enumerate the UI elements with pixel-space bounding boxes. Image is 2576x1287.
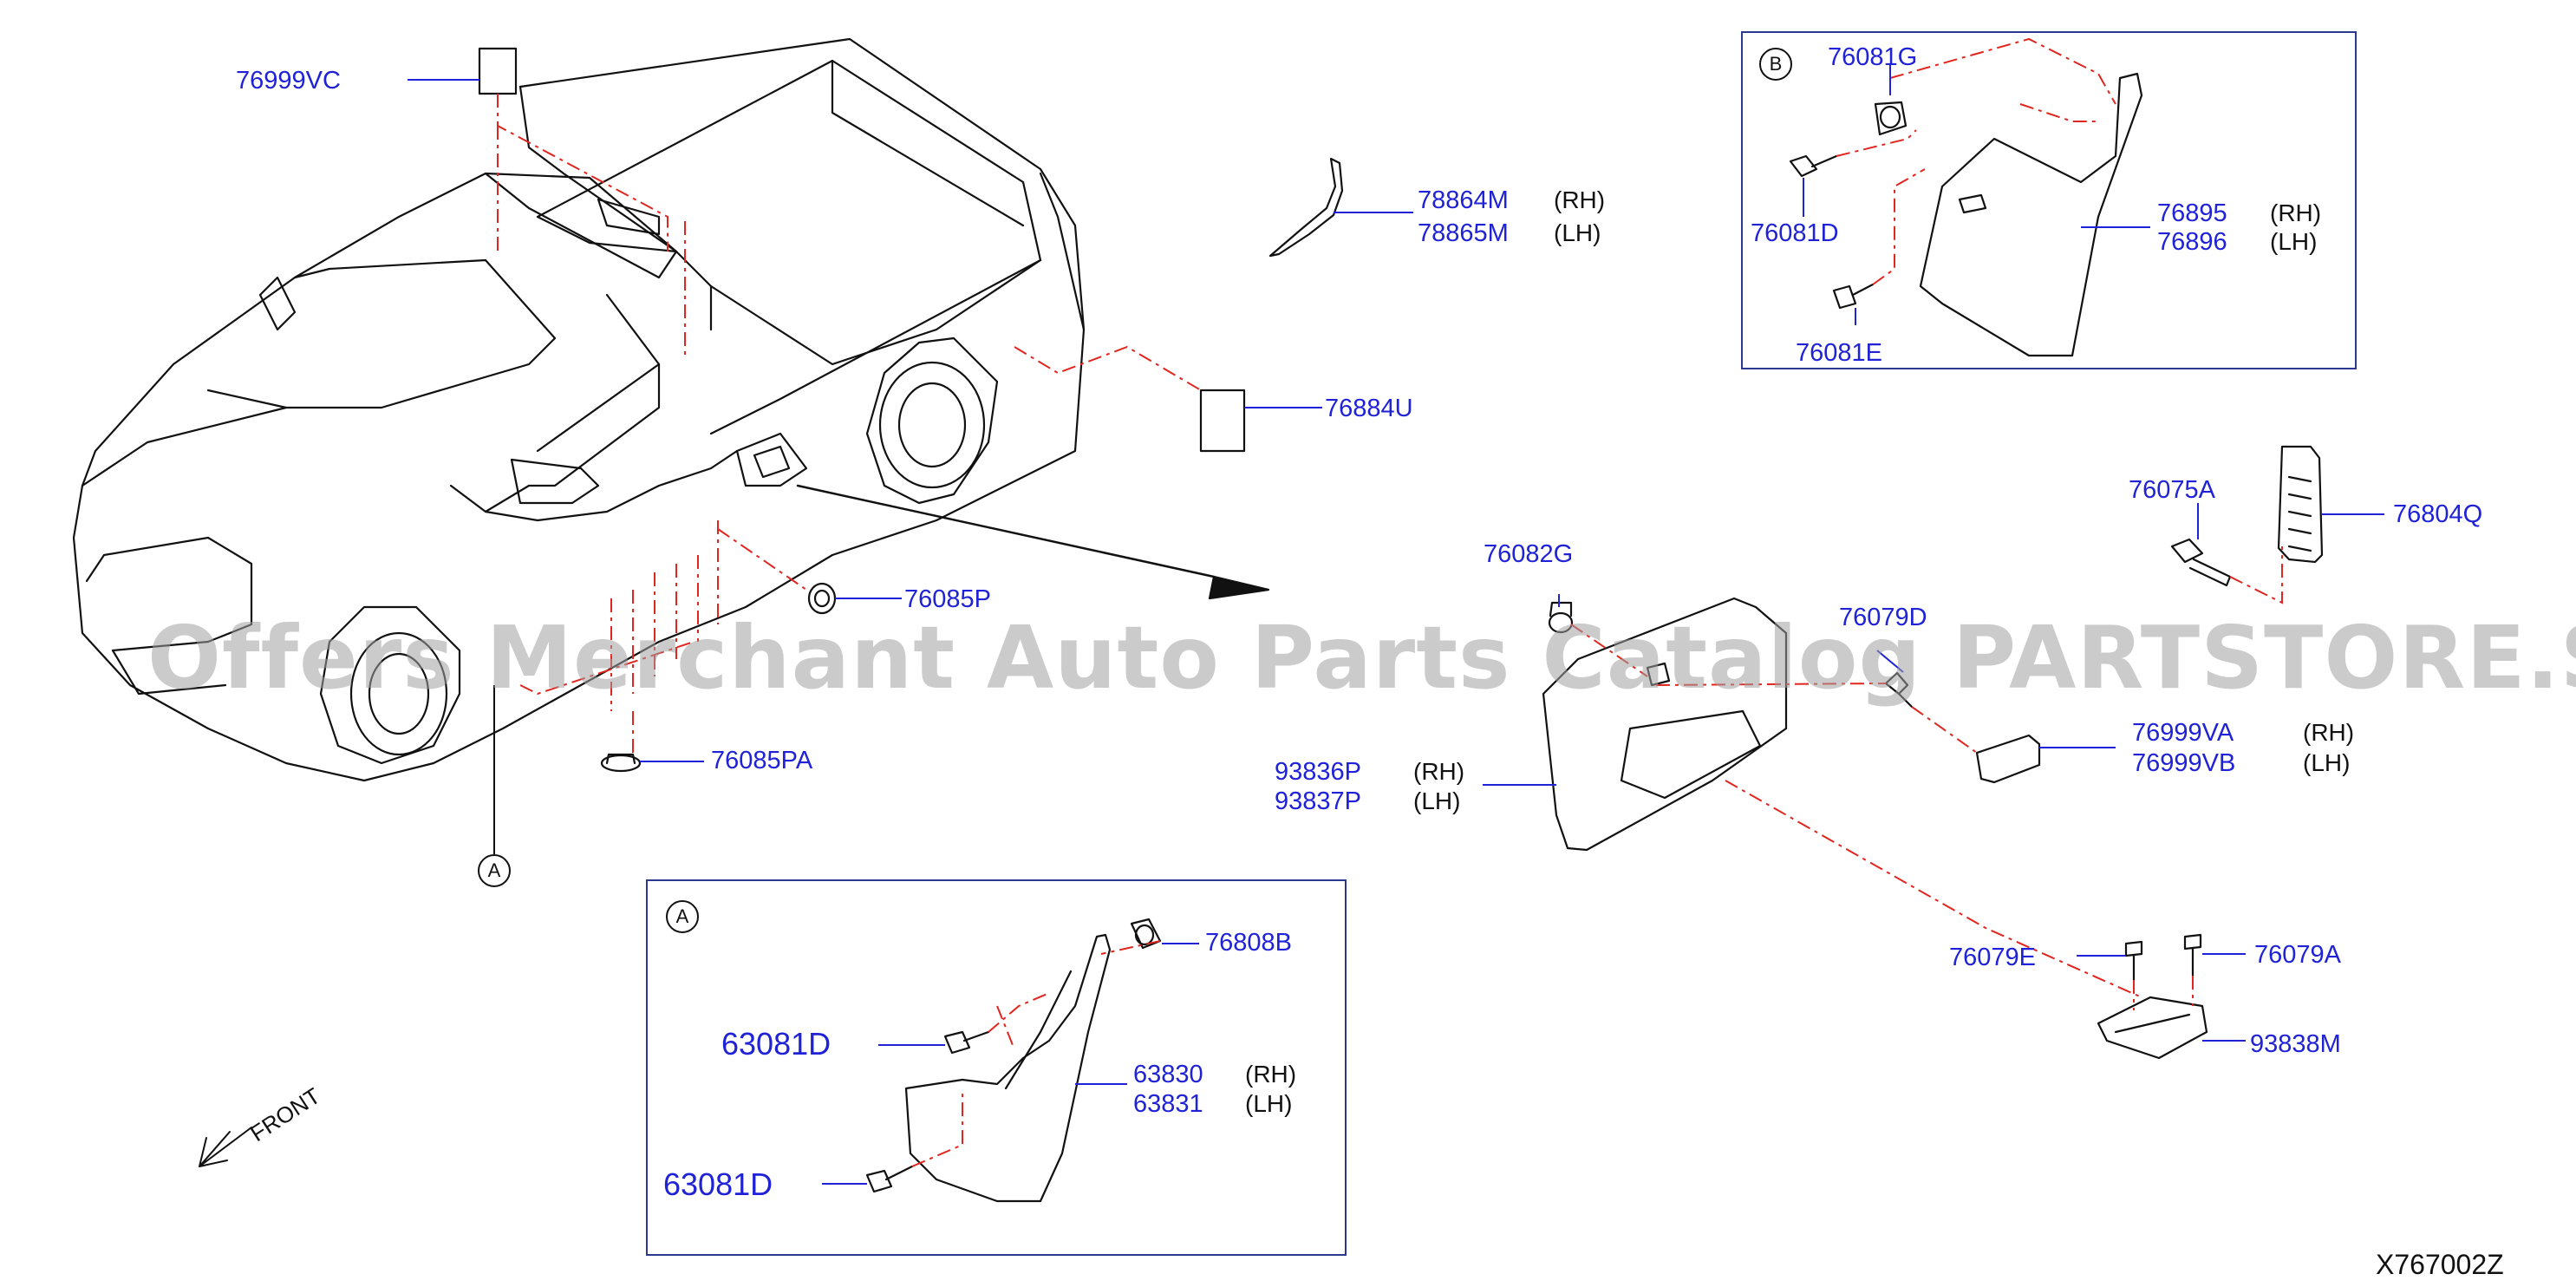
mudflap-76895-shape (1919, 72, 2143, 357)
part-label-78865m[interactable]: 78865M (1418, 219, 1509, 247)
screw-76079d-shape (1884, 671, 1914, 709)
side-rh-63830: (RH) (1245, 1061, 1297, 1088)
side-lh-76999vb: (LH) (2303, 749, 2351, 776)
part-label-78864m[interactable]: 78864M (1418, 186, 1509, 214)
cap-76999va-shape (1975, 734, 2041, 784)
part-label-76085pa[interactable]: 76085PA (711, 747, 813, 774)
part-label-76999vc[interactable]: 76999VC (236, 67, 341, 95)
part-label-76081g[interactable]: 76081G (1828, 43, 1918, 71)
part-label-76999va[interactable]: 76999VA (2132, 719, 2234, 747)
bracket-93838m-shape (2097, 996, 2208, 1060)
part-label-63081d-top[interactable]: 63081D (721, 1026, 831, 1062)
part-label-76079d[interactable]: 76079D (1839, 604, 1927, 631)
installation-dash-lines (497, 37, 2283, 1167)
part-label-63830[interactable]: 63830 (1133, 1061, 1203, 1088)
side-rh-76895: (RH) (2270, 199, 2322, 226)
bolt-63081d-top-shape (943, 1030, 990, 1055)
side-lh-63831: (LH) (1245, 1090, 1293, 1117)
clip-76081g-shape (1874, 101, 1908, 136)
clip-76081e-shape (1832, 283, 1875, 310)
front-arrow (199, 1127, 252, 1167)
part-label-76081e[interactable]: 76081E (1796, 339, 1882, 367)
bolt-76079a-shape (2183, 933, 2202, 977)
part-label-76079e[interactable]: 76079E (1949, 944, 2036, 971)
clip-76082g-shape (1548, 601, 1574, 634)
clip-76085pa-shape (600, 753, 642, 773)
side-rh-78864m: (RH) (1554, 186, 1606, 213)
arrow-head (1208, 575, 1270, 600)
part-label-76808b[interactable]: 76808B (1205, 929, 1292, 957)
grille-76804q-shape (2277, 445, 2324, 564)
side-rh-93836p: (RH) (1413, 758, 1465, 785)
part-label-76999vb[interactable]: 76999VB (2132, 749, 2236, 777)
callout-b-marker: B (1759, 48, 1792, 81)
mudguard-93836p-shape (1542, 597, 1788, 852)
part-label-76884u[interactable]: 76884U (1325, 395, 1413, 422)
diagram-code: X767002Z (2376, 1249, 2504, 1280)
part-label-63081d-bottom[interactable]: 63081D (663, 1166, 773, 1202)
part-label-93838m[interactable]: 93838M (2250, 1030, 2341, 1058)
part-label-76081d[interactable]: 76081D (1751, 219, 1839, 247)
leader-lines (408, 65, 2384, 1185)
molding-78864m-shape (1268, 157, 1344, 258)
side-lh-78865m: (LH) (1554, 219, 1601, 246)
watermark-text: Offers Merchant Auto Parts Catalog PARTS… (147, 607, 2576, 709)
bolt-63081d-bottom-shape (865, 1165, 914, 1193)
bolt-76075a-shape (2170, 538, 2232, 587)
side-rh-76999va: (RH) (2303, 719, 2355, 746)
detail-box-b (1741, 31, 2357, 369)
bolt-76081d-shape (1789, 154, 1838, 178)
side-lh-93837p: (LH) (1413, 787, 1461, 814)
part-label-76079a[interactable]: 76079A (2254, 941, 2341, 969)
callout-a-marker-box: A (666, 900, 699, 933)
callout-a-marker-truck: A (478, 854, 511, 887)
part-label-93836p[interactable]: 93836P (1275, 758, 1361, 786)
part-label-76085p[interactable]: 76085P (904, 585, 991, 613)
part-label-76804q[interactable]: 76804Q (2393, 500, 2483, 528)
patch-76884u-shape (1199, 389, 1246, 453)
pickup-truck-illustration (72, 37, 1086, 782)
detail-arrow (796, 484, 1216, 578)
side-lh-76896: (LH) (2270, 228, 2318, 255)
part-label-76896[interactable]: 76896 (2157, 228, 2227, 256)
part-label-76895[interactable]: 76895 (2157, 199, 2227, 227)
bolt-76079e-shape (2124, 940, 2143, 982)
part-label-76082g[interactable]: 76082G (1484, 540, 1574, 568)
patch-76999vc-shape (478, 47, 518, 95)
part-label-76075a[interactable]: 76075A (2129, 476, 2215, 504)
detail-box-a (646, 879, 1347, 1256)
part-label-93837p[interactable]: 93837P (1275, 787, 1361, 815)
mudflap-63830-shape (904, 933, 1112, 1203)
part-label-63831[interactable]: 63831 (1133, 1090, 1203, 1118)
